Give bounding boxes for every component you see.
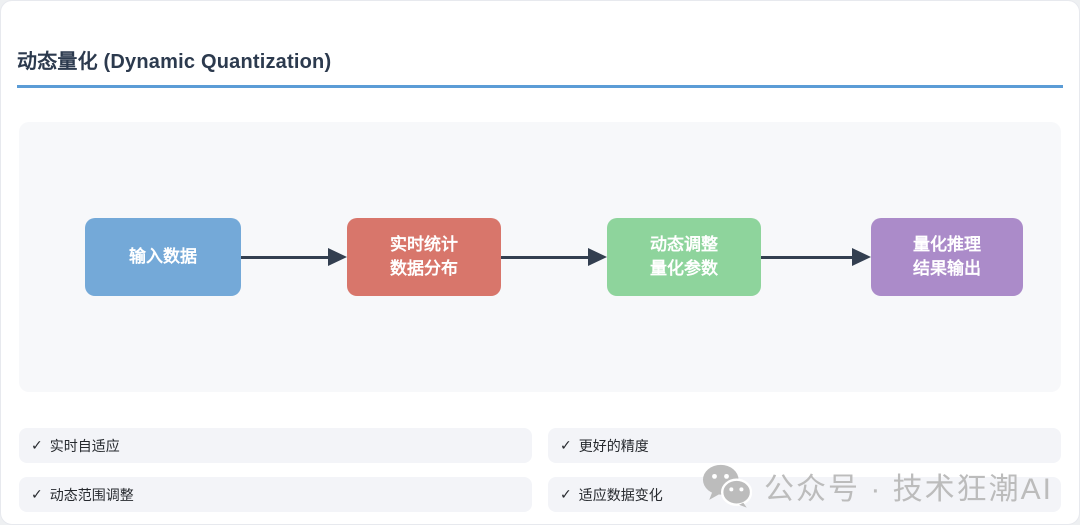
arrow-shaft <box>761 255 856 259</box>
flow-node-quantized-output: 量化推理 结果输出 <box>871 218 1023 296</box>
checkmark-icon: ✓ <box>31 486 43 502</box>
arrow-right-icon <box>241 247 347 267</box>
arrow-head <box>328 248 347 266</box>
checkmark-icon: ✓ <box>560 486 572 502</box>
arrow-head <box>588 248 607 266</box>
feature-label: 适应数据变化 <box>578 486 663 503</box>
checkmark-icon: ✓ <box>560 437 572 453</box>
flow-diagram-panel: 输入数据 实时统计 数据分布 动态调整 量化参数 量化推理 结果输出 <box>19 122 1061 392</box>
flow-node-dynamic-adjust: 动态调整 量化参数 <box>607 218 761 296</box>
arrow-right-icon <box>501 247 607 267</box>
feature-list: ✓ 实时自适应 ✓ 更好的精度 ✓ 动态范围调整 ✓ 适应数据变化 <box>19 428 1061 512</box>
flow-node-realtime-stats: 实时统计 数据分布 <box>347 218 501 296</box>
feature-label: 动态范围调整 <box>49 486 134 503</box>
feature-item-realtime-adaptive: ✓ 实时自适应 <box>19 428 532 463</box>
feature-item-dynamic-range: ✓ 动态范围调整 <box>19 477 532 512</box>
feature-item-adapt-data-change: ✓ 适应数据变化 <box>548 477 1061 512</box>
flow-node-input-data: 输入数据 <box>85 218 241 296</box>
arrow-shaft <box>501 255 592 259</box>
arrow-right-icon <box>761 247 871 267</box>
checkmark-icon: ✓ <box>31 437 43 453</box>
arrow-head <box>852 248 871 266</box>
page-header: 动态量化 (Dynamic Quantization) <box>17 45 1063 88</box>
feature-label: 实时自适应 <box>49 437 120 454</box>
feature-item-better-precision: ✓ 更好的精度 <box>548 428 1061 463</box>
page-title: 动态量化 (Dynamic Quantization) <box>17 51 332 73</box>
feature-label: 更好的精度 <box>578 437 649 454</box>
arrow-shaft <box>241 255 332 259</box>
